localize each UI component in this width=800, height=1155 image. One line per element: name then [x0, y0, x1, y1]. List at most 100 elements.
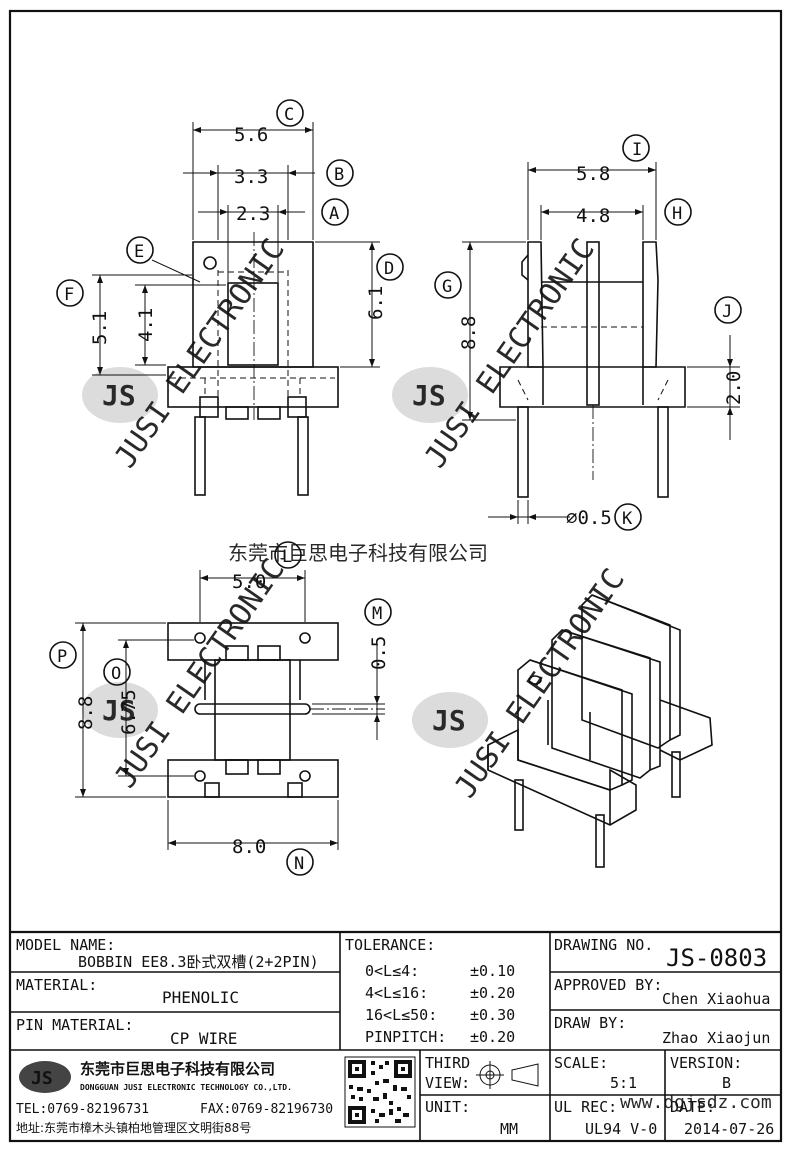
pin-material-label: PIN MATERIAL: [16, 1016, 133, 1034]
model-label: MODEL NAME: [16, 936, 115, 954]
callout-l: L [282, 547, 292, 567]
callout-k: K [622, 509, 633, 529]
company-tel: TEL:0769-82196731 [16, 1102, 149, 1117]
watermark-company: 东莞市巨思电子科技有限公司 [228, 541, 488, 565]
dim-k: ⌀0.5 [566, 507, 612, 529]
company-fax: FAX:0769-82196730 [200, 1102, 333, 1117]
date-value: 2014-07-26 [684, 1120, 774, 1138]
model-value: BOBBIN EE8.3卧式双槽(2+2PIN) [78, 953, 319, 971]
watermark-logo-text: JS [432, 704, 466, 737]
watermark-logo [82, 682, 158, 738]
version-label: VERSION: [670, 1054, 742, 1072]
third-view-label-2: VIEW: [425, 1074, 470, 1092]
ul-label: UL REC: [554, 1098, 617, 1116]
callout-b: B [334, 165, 344, 185]
front-pin-hole [203, 256, 217, 270]
approved-label: APPROVED BY: [554, 976, 662, 994]
dim-c: 5.6 [234, 124, 268, 146]
material-label: MATERIAL: [16, 976, 97, 994]
callout-n: N [294, 854, 304, 874]
company-name-cn: 东莞市巨思电子科技有限公司 [80, 1060, 275, 1078]
watermark-logo-text: JS [102, 694, 136, 727]
approved-value: Chen Xiaohua [662, 990, 770, 1008]
company-name-en: DONGGUAN JUSI ELECTRONIC TECHNOLOGY CO.,… [80, 1083, 292, 1092]
tolerance-value-3: ±0.30 [470, 1006, 515, 1024]
draw-value: Zhao Xiaojun [662, 1029, 770, 1047]
company-address: 地址:东莞市樟木头镇柏地管理区文明街88号 [16, 1120, 251, 1135]
watermark-layer: JS JUSI ELECTRONIC JS JUSI ELECTRONIC JS… [82, 233, 772, 1113]
drawing-no-label: DRAWING NO. [554, 936, 653, 954]
watermark-logo [412, 692, 488, 748]
front-base [167, 366, 339, 408]
company-logo-text: JS [31, 1068, 53, 1089]
dim-n: 8.0 [232, 836, 266, 858]
callout-c: C [284, 105, 294, 125]
scale-label: SCALE: [554, 1054, 608, 1072]
dim-b: 3.3 [234, 166, 268, 188]
material-value: PHENOLIC [162, 988, 239, 1007]
dim-j: 2.0 [723, 371, 745, 405]
dim-l: 5.0 [232, 571, 266, 593]
date-label: DATE: [670, 1098, 715, 1116]
version-value: B [722, 1074, 731, 1092]
watermark-logo [82, 367, 158, 423]
dim-g: 8.8 [458, 316, 480, 350]
unit-value: MM [500, 1120, 518, 1138]
scale-value: 5:1 [610, 1074, 637, 1092]
dim-i: 5.8 [576, 163, 610, 185]
dim-m: 0.5 [368, 636, 390, 670]
callout-p: P [57, 647, 67, 667]
third-view-label-1: THIRD [425, 1054, 470, 1072]
front-pin-right [297, 416, 309, 496]
unit-label: UNIT: [425, 1098, 470, 1116]
tolerance-value-2: ±0.20 [470, 984, 515, 1002]
tolerance-range-1: 0<L≤4: [365, 962, 419, 980]
top-view: 5.0 8.8 6.75 0.5 8.0 [75, 570, 390, 858]
watermark-logo-text: JS [102, 379, 136, 412]
watermark-text-2: JUSI ELECTRONIC [418, 233, 602, 475]
callout-h: H [672, 204, 682, 224]
tolerance-range-2: 4<L≤16: [365, 984, 428, 1002]
tolerance-label: TOLERANCE: [345, 936, 435, 954]
drawing-no-value: JS-0803 [666, 944, 767, 972]
tolerance-range-4: PINPITCH: [365, 1028, 446, 1046]
third-angle-projection-icon [476, 1061, 539, 1089]
callout-f: F [64, 285, 74, 305]
callout-m: M [372, 604, 382, 624]
watermark-logo [392, 367, 468, 423]
callouts: C B A D E F G H I J K L M N O P [49, 99, 742, 876]
tolerance-value-1: ±0.10 [470, 962, 515, 980]
ul-value: UL94 V-0 [585, 1120, 657, 1138]
side-view: 5.8 4.8 8.8 2.0 ⌀0.5 [458, 162, 745, 529]
qr-code [344, 1056, 416, 1128]
tolerance-range-3: 16<L≤50: [365, 1006, 437, 1024]
front-view: 5.6 3.3 2.3 6.1 5.1 4.1 [89, 122, 387, 496]
dim-p: 8.8 [75, 696, 97, 730]
sheet-border [8, 9, 783, 1143]
isometric-view [487, 594, 713, 868]
pin-material-value: CP WIRE [170, 1029, 237, 1048]
front-pin-left [194, 416, 206, 496]
watermark-website: www.dgjsdz.com [620, 1092, 772, 1113]
callout-e: E [134, 242, 144, 262]
dim-e: 4.1 [135, 308, 157, 342]
callout-g: G [442, 277, 452, 297]
callout-i: I [632, 140, 642, 160]
draw-label: DRAW BY: [554, 1014, 626, 1032]
company-logo: JS [19, 1061, 71, 1093]
tolerance-value-4: ±0.20 [470, 1028, 515, 1046]
watermark-text-1: JUSI ELECTRONIC [108, 233, 292, 475]
front-window [227, 282, 279, 366]
dim-h: 4.8 [576, 205, 610, 227]
callout-j: J [722, 302, 732, 322]
dim-a: 2.3 [236, 203, 270, 225]
watermark-logo-text: JS [412, 379, 446, 412]
title-block: MODEL NAME: BOBBIN EE8.3卧式双槽(2+2PIN) MAT… [10, 930, 781, 1141]
dim-f: 5.1 [89, 311, 111, 345]
dim-o: 6.75 [118, 689, 140, 735]
callout-o: O [111, 664, 121, 684]
dim-d: 6.1 [365, 286, 387, 320]
callout-d: D [384, 259, 394, 279]
